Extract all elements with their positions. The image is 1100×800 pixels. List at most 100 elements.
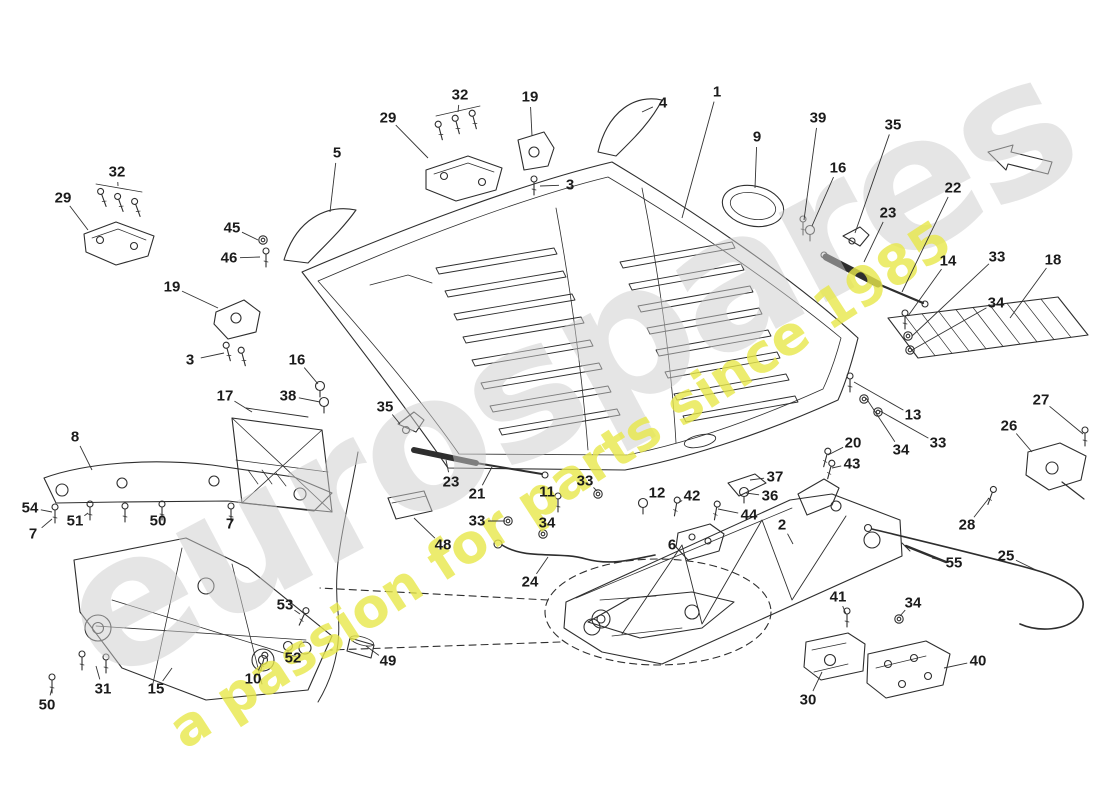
callout-33: 33	[468, 512, 486, 530]
callout-24: 24	[521, 573, 539, 591]
callout-8: 8	[70, 428, 80, 446]
callout-10: 10	[244, 670, 262, 688]
callout-19: 19	[521, 88, 539, 106]
callout-32: 32	[451, 86, 469, 104]
corner-trim-4	[597, 98, 663, 157]
crossmember-2	[563, 473, 903, 665]
callout-20: 20	[844, 434, 862, 452]
callout-35: 35	[884, 116, 902, 134]
callout-26: 26	[1000, 417, 1018, 435]
callout-5: 5	[332, 144, 342, 162]
callout-51: 51	[66, 512, 84, 530]
callout-2: 2	[777, 516, 787, 534]
callout-6: 6	[667, 536, 677, 554]
callout-52: 52	[284, 649, 302, 667]
callout-22: 22	[944, 179, 962, 197]
callout-7: 7	[28, 525, 38, 543]
callout-29: 29	[379, 109, 397, 127]
gas-strut-21	[411, 447, 549, 479]
callout-48: 48	[434, 536, 452, 554]
callout-38: 38	[279, 387, 297, 405]
callout-14: 14	[939, 252, 957, 270]
pad-48	[387, 490, 433, 520]
cone-49	[346, 635, 375, 659]
bowden-cable-25	[863, 523, 1084, 630]
pin-55	[901, 542, 948, 564]
release-cable-24	[493, 539, 656, 563]
detail-bracket-in-ellipse	[587, 591, 735, 639]
gas-strut-22	[820, 251, 929, 308]
bracket-40	[866, 640, 951, 699]
hinge-19-top	[517, 131, 555, 171]
corner-trim-5	[283, 208, 357, 264]
callout-54: 54	[21, 499, 39, 517]
latch-30	[803, 632, 866, 681]
callout-36: 36	[761, 487, 779, 505]
callout-12: 12	[648, 484, 666, 502]
callout-34: 34	[904, 594, 922, 612]
callout-34: 34	[987, 294, 1005, 312]
callout-21: 21	[468, 485, 486, 503]
callout-25: 25	[997, 547, 1015, 565]
callout-32: 32	[108, 163, 126, 181]
callout-53: 53	[276, 596, 294, 614]
callout-45: 45	[223, 219, 241, 237]
bracket-17	[231, 407, 333, 513]
callout-1: 1	[712, 83, 722, 101]
callout-29: 29	[54, 189, 72, 207]
callout-30: 30	[799, 691, 817, 709]
callout-35: 35	[376, 398, 394, 416]
hinge-bracket-top-left	[83, 183, 155, 266]
callout-50: 50	[149, 512, 167, 530]
callout-leader-lines	[40, 101, 1084, 696]
frame-15	[73, 537, 333, 701]
callout-33: 33	[988, 248, 1006, 266]
callout-16: 16	[829, 159, 847, 177]
callout-50: 50	[38, 696, 56, 714]
callout-33: 33	[576, 472, 594, 490]
fuel-filler-recess	[721, 184, 785, 228]
heat-shield-18	[887, 296, 1089, 359]
lock-bracket-26-27	[1025, 442, 1087, 500]
callout-42: 42	[683, 487, 701, 505]
callout-4: 4	[658, 94, 668, 112]
hinge-bracket-top-center	[425, 105, 503, 202]
callout-23: 23	[442, 473, 460, 491]
callout-15: 15	[147, 680, 165, 698]
vent-slats-left	[435, 247, 621, 436]
bracket-6	[675, 523, 725, 561]
callout-13: 13	[904, 406, 922, 424]
callout-9: 9	[752, 128, 762, 146]
callout-17: 17	[216, 387, 234, 405]
callout-31: 31	[94, 680, 112, 698]
callout-39: 39	[809, 109, 827, 127]
rear-lid-panel	[301, 161, 859, 471]
hinge-arm-8	[43, 461, 333, 512]
callout-23: 23	[879, 204, 897, 222]
callout-49: 49	[379, 652, 397, 670]
callout-27: 27	[1032, 391, 1050, 409]
callout-55: 55	[945, 554, 963, 572]
callout-11: 11	[539, 483, 555, 501]
hinge-19-left	[213, 299, 261, 340]
callout-18: 18	[1044, 251, 1062, 269]
fastener-glyphs	[48, 109, 1089, 694]
callout-19: 19	[163, 278, 181, 296]
callout-46: 46	[220, 249, 238, 267]
callout-28: 28	[958, 516, 976, 534]
lever-35-left	[397, 411, 425, 435]
direction-arrow-icon	[987, 144, 1053, 175]
callout-33: 33	[929, 434, 947, 452]
trim-edge-line	[317, 451, 359, 703]
callout-40: 40	[969, 652, 987, 670]
parts-artwork	[43, 98, 1089, 703]
callout-37: 37	[766, 468, 784, 486]
lever-35-right	[842, 226, 870, 247]
callout-34: 34	[892, 441, 910, 459]
callout-44: 44	[740, 506, 758, 524]
callout-34: 34	[538, 514, 556, 532]
callout-3: 3	[185, 351, 195, 369]
callout-41: 41	[829, 588, 847, 606]
